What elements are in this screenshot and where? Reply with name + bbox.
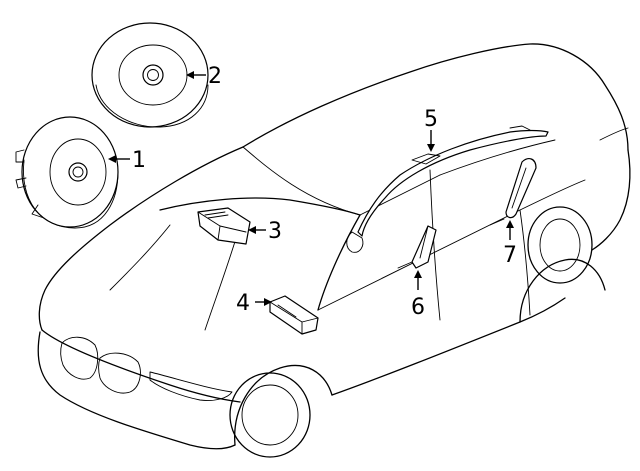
part-7-rear-side-airbag bbox=[505, 158, 537, 219]
callout-4-label: 4 bbox=[236, 291, 250, 316]
callout-5-label: 5 bbox=[424, 107, 438, 132]
callout-2-label: 2 bbox=[208, 64, 222, 89]
callout-3-label: 3 bbox=[268, 219, 282, 244]
callout-7-label: 7 bbox=[503, 243, 517, 268]
part-5-curtain-airbag bbox=[357, 125, 549, 237]
part-1-steering-airbag-assembly bbox=[15, 116, 119, 229]
part-4-knee-airbag-module bbox=[269, 295, 319, 335]
callout-arrows bbox=[108, 71, 514, 306]
part-3-passenger-airbag bbox=[197, 207, 251, 245]
car-outline bbox=[37, 43, 631, 458]
callout-1-label: 1 bbox=[132, 148, 146, 173]
part-2-driver-airbag-module bbox=[91, 22, 209, 128]
part-6-front-side-airbag bbox=[411, 225, 437, 269]
callout-6-label: 6 bbox=[411, 295, 425, 320]
